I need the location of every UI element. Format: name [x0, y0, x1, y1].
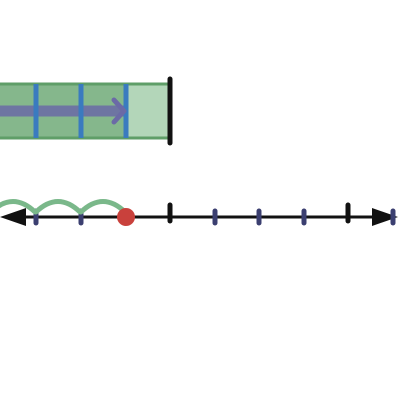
hop-arc [78, 199, 128, 215]
hop-arcs [0, 199, 128, 215]
marked-point [117, 208, 135, 226]
arrow-right-icon [372, 208, 398, 226]
chevron-right-icon [111, 97, 127, 125]
tape-diagram [0, 76, 173, 146]
hop-arc [0, 199, 38, 215]
hop-arc [33, 199, 83, 215]
number-line [0, 199, 398, 226]
arrow-left-icon [0, 208, 26, 226]
tick-marks [33, 202, 396, 226]
